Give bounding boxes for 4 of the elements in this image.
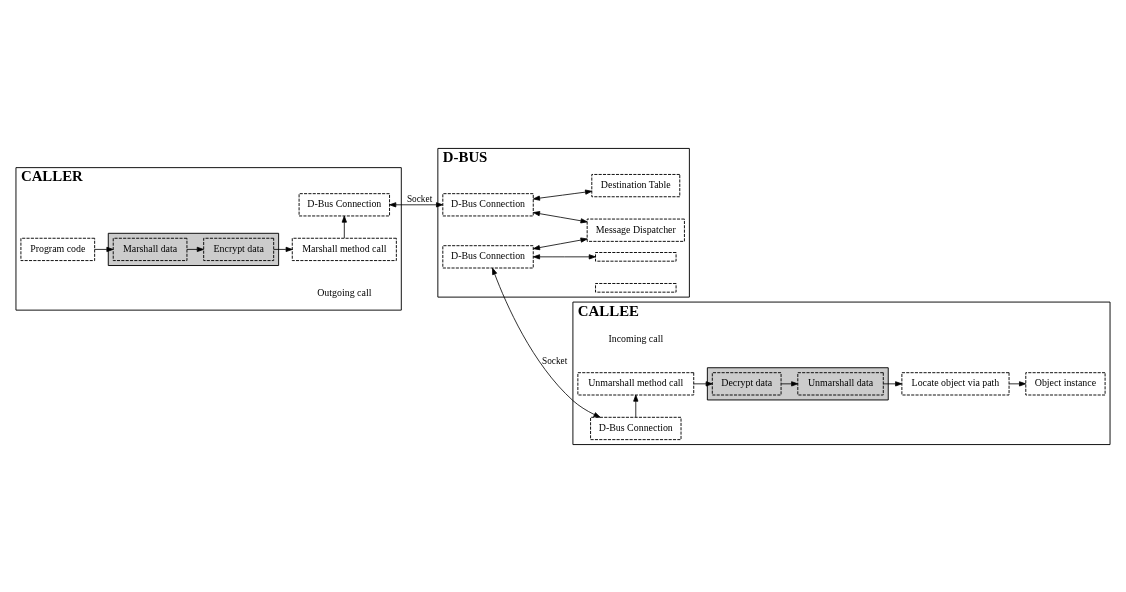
- edge-label: Socket: [542, 355, 568, 366]
- label: Incoming call: [608, 332, 664, 344]
- label: Outgoing call: [317, 286, 372, 298]
- edge-label: Socket: [406, 193, 433, 204]
